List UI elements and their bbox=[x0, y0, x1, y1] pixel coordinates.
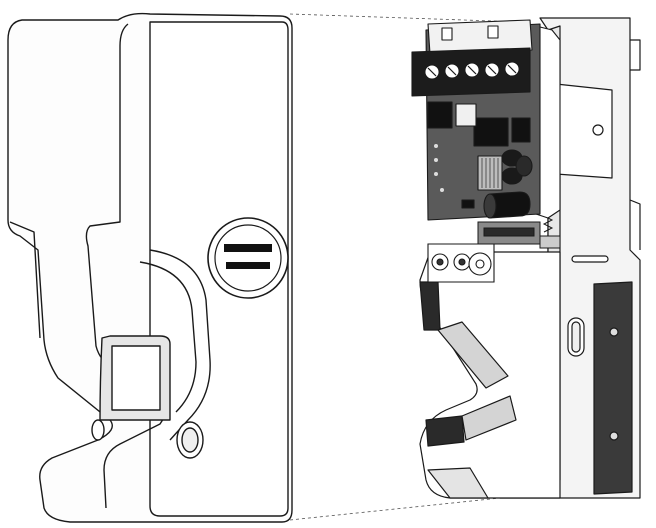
cover-upper-step bbox=[9, 221, 41, 339]
roller-3-core bbox=[475, 259, 485, 269]
small-component-a bbox=[461, 199, 475, 209]
cover-hook-curve-inner bbox=[139, 261, 197, 413]
roller-2-core bbox=[458, 258, 466, 266]
logo-badge-lettering bbox=[224, 244, 272, 269]
pcb-white-pad bbox=[455, 103, 477, 127]
header-notch-2 bbox=[487, 25, 499, 39]
clamp-plate bbox=[419, 251, 561, 499]
bracket-edge-notches bbox=[629, 39, 641, 250]
bracket-horizontal-slot bbox=[571, 255, 609, 263]
electrolytic-capacitor bbox=[489, 191, 531, 219]
logo-badge-line-2-mark bbox=[226, 262, 270, 269]
bottom-guide-line bbox=[289, 497, 501, 521]
bracket-dark-strip bbox=[593, 281, 633, 495]
pcb-header bbox=[427, 19, 533, 55]
side-contact bbox=[539, 235, 561, 249]
terminal-screw-slots bbox=[427, 64, 517, 77]
bracket-strip-hole-bottom bbox=[609, 431, 619, 441]
bracket-strip-hole-top bbox=[609, 327, 619, 337]
capacitor-3 bbox=[515, 155, 533, 177]
electrolytic-capacitor-cap bbox=[483, 193, 497, 219]
bracket-slot-hole-inner bbox=[571, 321, 581, 353]
logo-badge-line-1-mark bbox=[224, 244, 272, 252]
explosion-guide-lines bbox=[289, 13, 523, 521]
relay-block bbox=[427, 101, 453, 129]
pcb-module bbox=[411, 19, 561, 221]
cover-screw-hole-inner bbox=[181, 427, 199, 453]
cover-hook-curve bbox=[149, 249, 211, 441]
cover-slot-1 bbox=[91, 419, 105, 441]
clamp-bend-shading bbox=[437, 321, 509, 389]
transformer-stripes bbox=[481, 158, 499, 188]
clamp-bend-shading-lower bbox=[461, 395, 517, 441]
bracket-upper-screw bbox=[592, 124, 604, 136]
cover-hook-inner bbox=[111, 345, 161, 411]
top-guide-line bbox=[289, 13, 523, 23]
connector-slot bbox=[483, 227, 535, 237]
pcb-led-dots bbox=[434, 144, 444, 192]
hinge-rollers bbox=[427, 243, 495, 283]
clamp-bottom-lip bbox=[427, 467, 489, 499]
ic-chip-small bbox=[511, 117, 531, 143]
spring-assembly bbox=[477, 199, 561, 249]
header-notch-1 bbox=[441, 27, 453, 41]
bracket-upper-window bbox=[555, 83, 613, 179]
clamp-lower-flange bbox=[425, 415, 465, 447]
roller-1-core bbox=[436, 258, 444, 266]
logo-badge-inner-ring bbox=[214, 224, 282, 292]
ic-chip-large bbox=[473, 117, 509, 147]
logo-badge bbox=[207, 217, 289, 299]
clamp-upper-flange bbox=[419, 281, 441, 331]
